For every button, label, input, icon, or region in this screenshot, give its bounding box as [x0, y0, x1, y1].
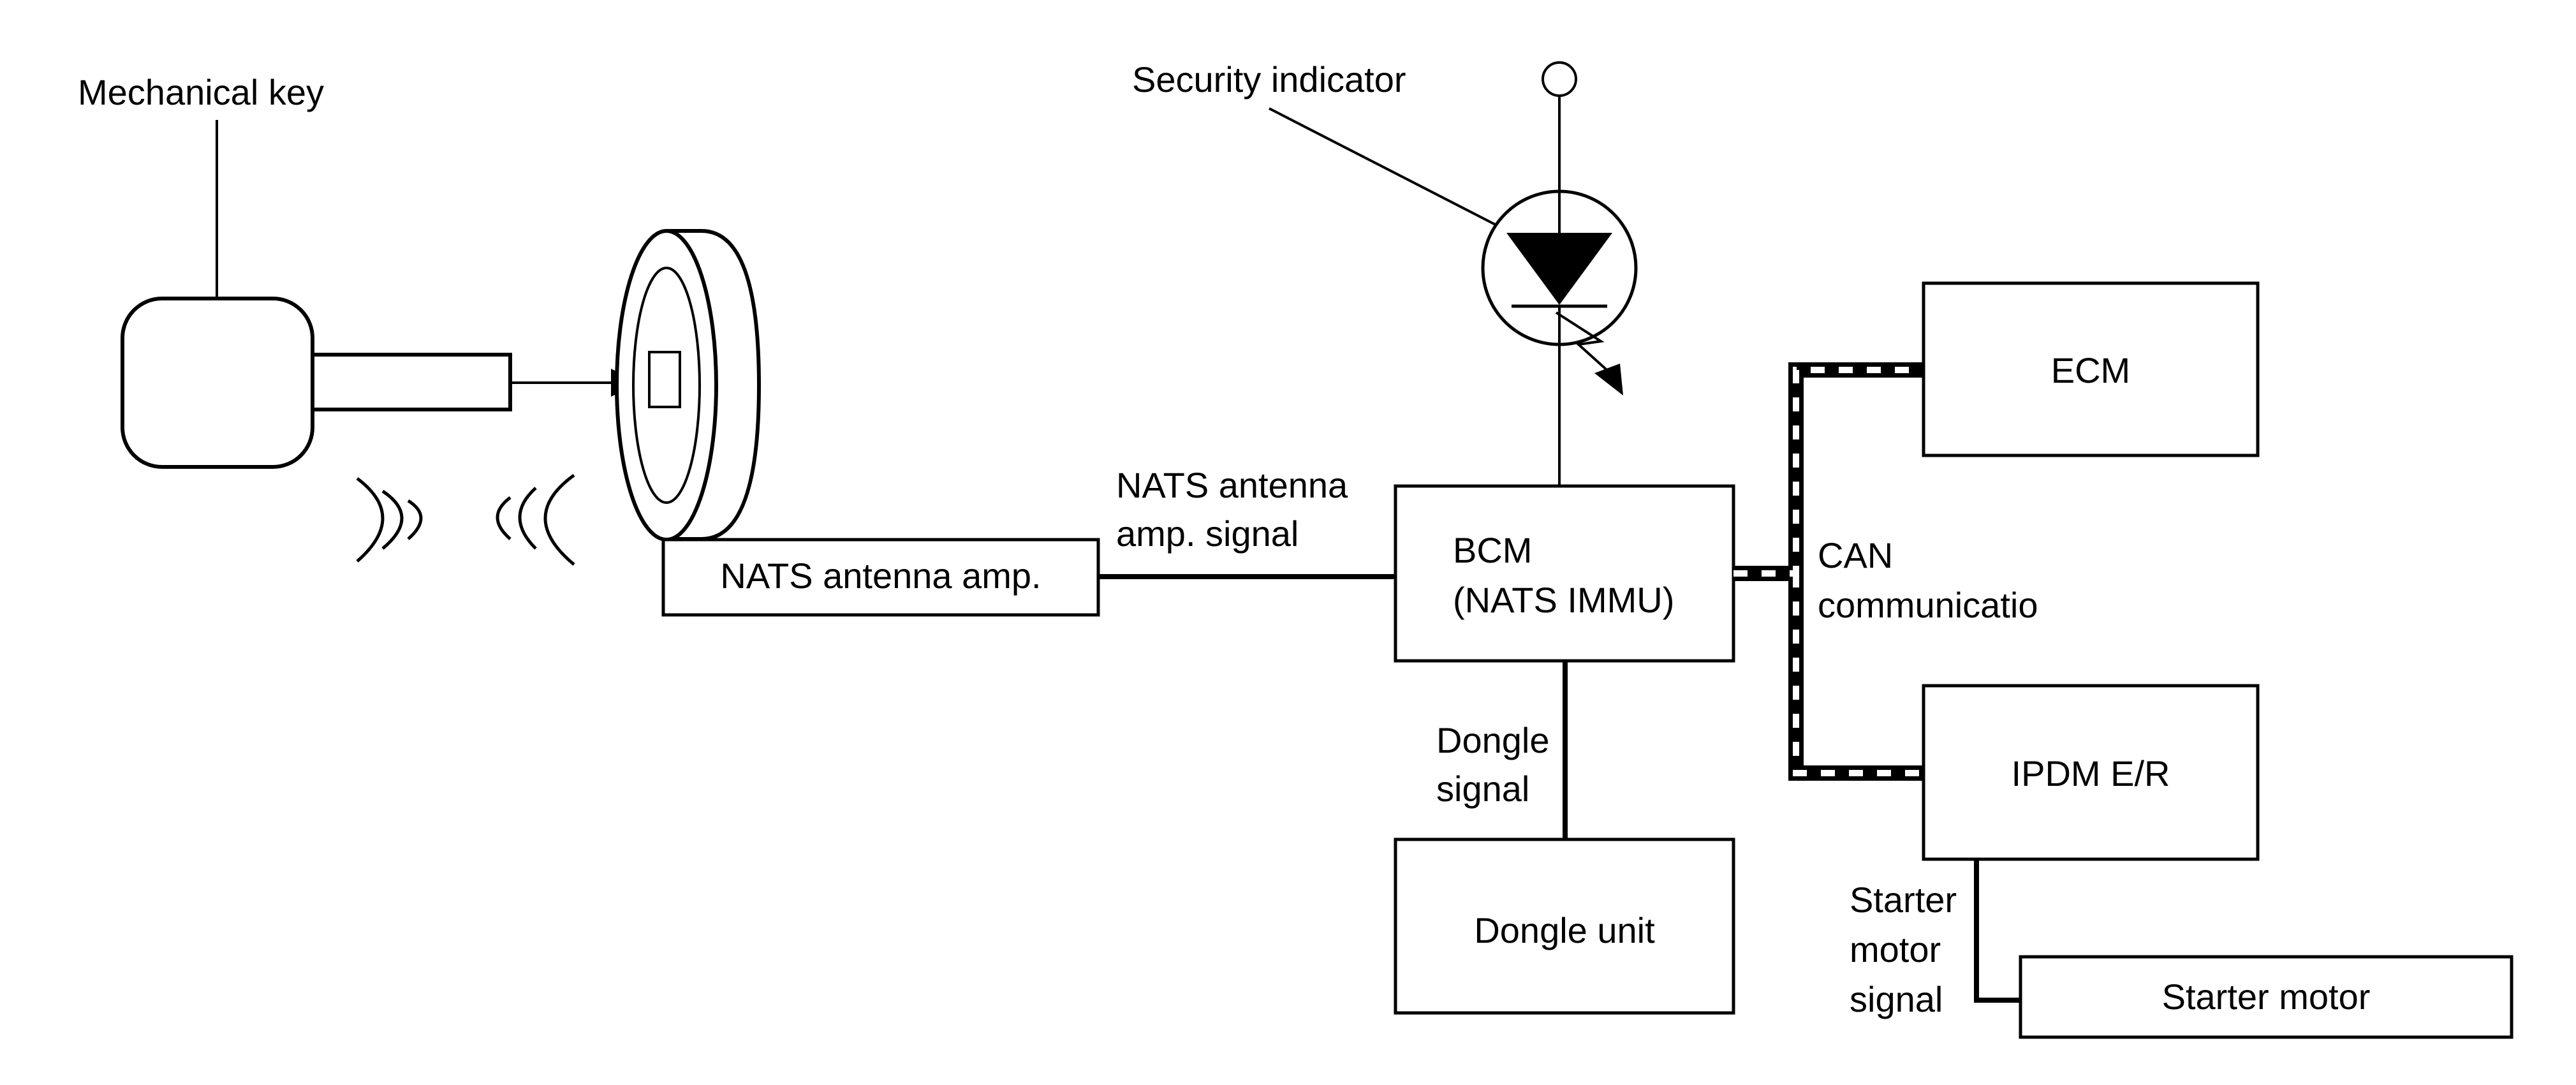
starter-signal-line	[1974, 859, 2020, 1003]
dongle-unit-label: Dongle unit	[1474, 910, 1655, 950]
starter-signal-label-line1: Starter	[1850, 880, 1957, 920]
mechanical-key-label: Mechanical key	[78, 72, 324, 112]
security-indicator-label: Security indicator	[1132, 59, 1406, 100]
led-icon	[1481, 189, 1638, 395]
ecm-box	[1922, 281, 2260, 457]
can-bus-line	[1733, 362, 1924, 781]
bcm-label-line2: (NATS IMMU)	[1453, 580, 1674, 620]
ipdm-box	[1922, 684, 2260, 861]
starter-motor-label: Starter motor	[2162, 977, 2371, 1017]
ecm-label: ECM	[2051, 350, 2130, 390]
can-label-line2: communicatio	[1818, 585, 2038, 625]
key-blade	[311, 353, 512, 411]
nats-signal-label-line1: NATS antenna	[1116, 465, 1348, 505]
terminal-circle	[1542, 61, 1577, 97]
key-cylinder-icon	[615, 229, 762, 542]
dongle-signal-label-line1: Dongle	[1436, 720, 1549, 760]
bcm-label-line1: BCM	[1453, 530, 1532, 570]
security-indicator-leader	[1269, 107, 1506, 231]
dongle-signal-label-line2: signal	[1436, 769, 1529, 809]
can-label-line1: CAN	[1818, 535, 1893, 575]
starter-signal-label-line3: signal	[1850, 979, 1943, 1019]
bcm-box	[1394, 484, 1735, 663]
starter-motor-box	[2019, 955, 2513, 1039]
nats-antenna-amp-label: NATS antenna amp.	[720, 556, 1041, 596]
dongle-unit-box	[1394, 838, 1735, 1015]
starter-signal-label-line2: motor	[1850, 929, 1941, 970]
ipdm-label: IPDM E/R	[2012, 753, 2170, 793]
key-head	[121, 297, 314, 469]
radio-wave-icon	[356, 473, 575, 566]
nats-signal-label-line2: amp. signal	[1116, 513, 1299, 554]
